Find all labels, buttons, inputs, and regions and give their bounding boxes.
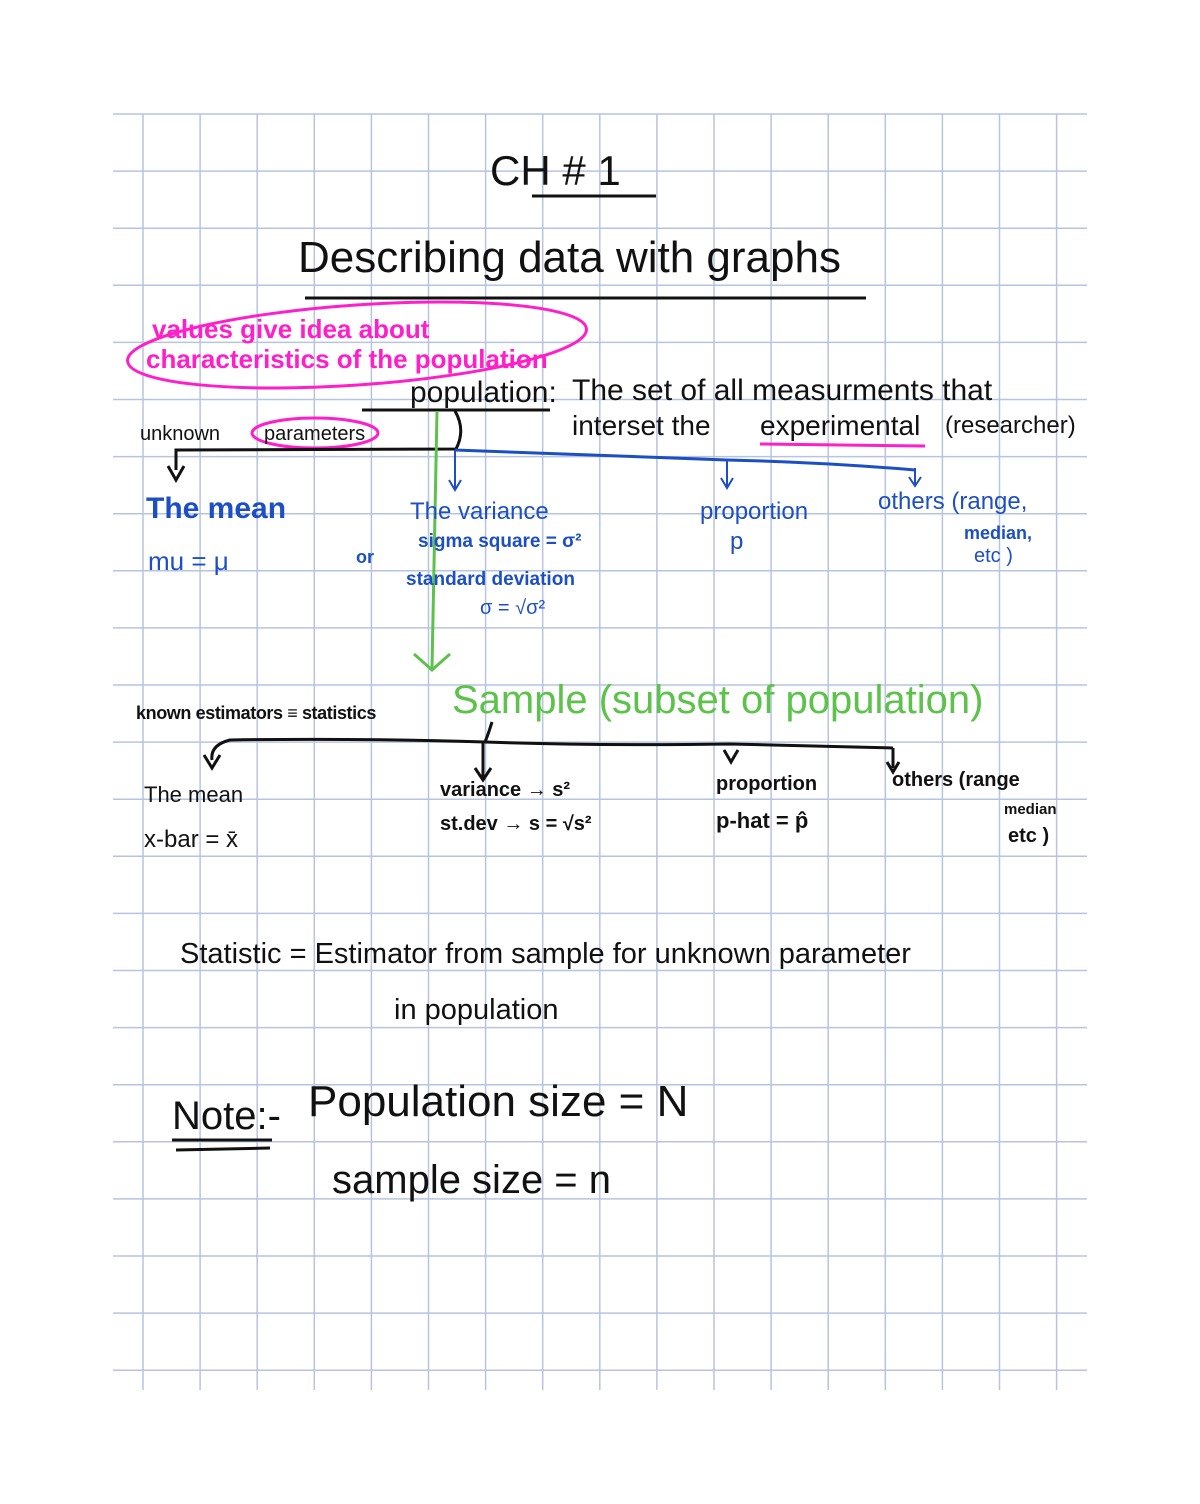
arrow-icon	[720, 477, 734, 490]
param-variance-detail: sigma square = σ²	[418, 531, 582, 552]
stat-proportion-detail: p-hat = p̂	[716, 808, 809, 833]
stat-mean-detail: x-bar = x̄	[144, 826, 239, 853]
note-underline	[172, 1138, 272, 1152]
arrow-icon	[473, 767, 493, 783]
param-others-etc: etc )	[974, 545, 1013, 567]
param-mean-title: The mean	[146, 492, 287, 525]
annotation-ellipse	[126, 300, 588, 390]
population-to-sample-arrow	[430, 410, 439, 669]
stat-proportion-title: proportion	[716, 773, 818, 795]
note-label: Note:-	[172, 1094, 281, 1138]
stat-stdev: st.dev → s = √s²	[440, 813, 592, 835]
param-stdev-label: standard deviation	[406, 569, 575, 590]
arrow-icon	[166, 465, 186, 484]
sample-title: Sample (subset of population)	[452, 678, 984, 722]
arrow-icon	[722, 749, 740, 765]
statistic-definition-2: in population	[394, 994, 559, 1026]
experimental-word: experimental	[760, 410, 921, 441]
arrow-icon	[413, 652, 451, 673]
arrow-icon	[448, 479, 462, 492]
annotation-line-2: characteristics of the population	[146, 344, 548, 374]
arrow-icon	[885, 761, 901, 775]
arrow-icon	[908, 476, 922, 488]
stat-others-title: others (range	[892, 769, 1020, 791]
annotation-line-1: values give idea about	[152, 314, 430, 344]
param-proportion-detail: p	[730, 528, 744, 555]
unknown-label: unknown	[140, 423, 221, 445]
sample-branch-line	[210, 721, 494, 761]
page-title: Describing data with graphs	[298, 233, 841, 282]
population-definition-2a: interset the	[572, 410, 711, 441]
population-size: Population size = N	[308, 1077, 689, 1126]
param-proportion-title: proportion	[700, 498, 809, 525]
param-mean-detail: mu = μ	[148, 546, 229, 576]
param-variance-title: The variance	[410, 498, 549, 525]
experimental-underline	[759, 442, 926, 448]
stat-others-etc: etc )	[1008, 825, 1050, 847]
known-estimators-label: known estimators ≡ statistics	[136, 703, 376, 723]
population-term: population:	[410, 376, 557, 409]
param-others-title: others (range,	[878, 488, 1028, 515]
statistic-definition: Statistic = Estimator from sample for un…	[180, 938, 911, 970]
researcher-word: (researcher)	[945, 412, 1076, 439]
population-definition-1: The set of all measurments that	[572, 374, 993, 407]
parameters-circle	[250, 416, 380, 450]
stat-others-median: median	[1004, 801, 1057, 818]
stat-mean-title: The mean	[144, 782, 244, 807]
parameters-branch-line	[454, 448, 916, 472]
stat-variance: variance → s²	[440, 779, 571, 801]
or-label: or	[356, 547, 374, 567]
sample-size: sample size = n	[332, 1158, 612, 1202]
parameters-label: parameters	[264, 423, 366, 445]
param-stdev-formula: σ = √σ²	[480, 597, 546, 619]
param-others-median: median,	[964, 523, 1033, 543]
arrow-icon	[202, 754, 222, 771]
heading: CH # 1	[490, 147, 621, 194]
